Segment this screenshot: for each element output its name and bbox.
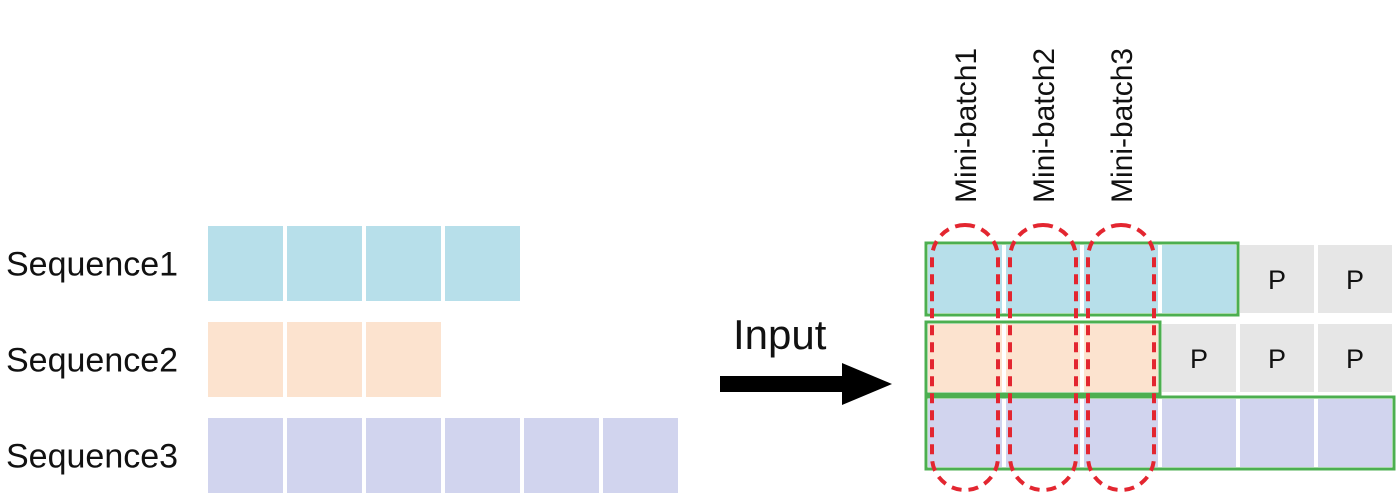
token-cell [1006,399,1080,467]
padding-label: P [1346,265,1364,295]
arrow-label: Input [733,311,827,358]
token-cell [1006,324,1080,392]
padding-label: P [1268,344,1286,374]
sequence-token-cell [366,226,441,301]
sequence-label: Sequence3 [6,438,178,476]
minibatch-label: Mini-batch2 [1028,48,1061,203]
token-cell [1240,399,1314,467]
sequence-token-cell [524,418,599,493]
padding-label: P [1190,344,1208,374]
padding-label: P [1268,265,1286,295]
token-cell [1006,245,1080,313]
sequence-token-cell [208,322,283,397]
minibatch-label: Mini-batch3 [1106,48,1139,203]
sequence-token-cell [287,418,362,493]
minibatch-outline [930,223,1000,492]
padded-batch-grid: P P P P P Mini-batch1 Mini-batch2 Mini-batch3 [924,48,1396,492]
sequence-token-cell [366,418,441,493]
sequence-token-cell [603,418,678,493]
padding-cell [1240,324,1314,392]
sequence-token-cell [287,226,362,301]
arrow-head [842,363,892,405]
token-cell [1084,245,1158,313]
token-cell [928,324,1002,392]
input-arrow-group: Input [720,311,892,405]
sequence-token-cell [208,418,283,493]
padding-cell [1318,245,1392,313]
padding-label: P [1346,344,1364,374]
token-cell [928,245,1002,313]
valid-token-group-border [924,320,1162,396]
minibatch-outline [1086,223,1156,492]
arrow-shaft [720,376,848,392]
sequence-token-cell [366,322,441,397]
minibatch-label: Mini-batch1 [950,48,983,203]
sequence-label: Sequence2 [6,342,178,380]
sequence-label: Sequence1 [6,246,178,284]
minibatch-outline [1008,223,1078,492]
sequence-token-cell [445,418,520,493]
token-cell [1318,399,1392,467]
token-cell [1084,324,1158,392]
token-cell [1162,399,1236,467]
padding-cell [1240,245,1314,313]
sequence-token-cell [208,226,283,301]
valid-token-group-border [924,395,1396,471]
padding-cell [1162,324,1236,392]
padding-cell [1318,324,1392,392]
token-cell [1162,245,1236,313]
token-cell [1084,399,1158,467]
token-cell [928,399,1002,467]
valid-token-group-border [924,241,1240,317]
sequence-token-cell [287,322,362,397]
sequence-token-cell [445,226,520,301]
